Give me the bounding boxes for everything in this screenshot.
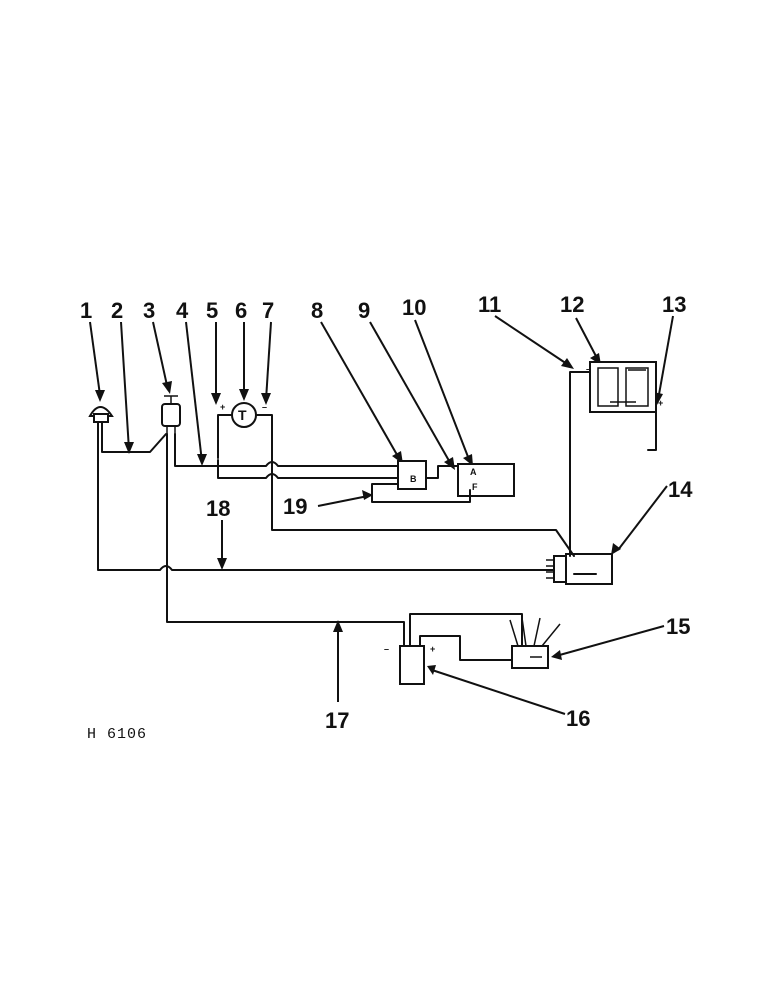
callout-18: 18	[206, 496, 230, 521]
component-switch	[161, 395, 181, 434]
callout-13: 13	[662, 292, 686, 317]
wires	[97, 371, 657, 661]
callout-1: 1	[80, 298, 92, 323]
component-horn	[88, 406, 114, 423]
callout-8: 8	[311, 298, 323, 323]
callout-3: 3	[143, 298, 155, 323]
gauge-symbol: T	[238, 407, 247, 423]
callout-10: 10	[402, 295, 426, 320]
gauge-plus: +	[220, 402, 225, 412]
callout-17: 17	[325, 708, 349, 733]
callout-16: 16	[566, 706, 590, 731]
callout-5: 5	[206, 298, 218, 323]
callout-12: 12	[560, 292, 584, 317]
battery-plus: +	[658, 398, 663, 408]
battery-minus: –	[586, 364, 591, 374]
terminal-a: A	[470, 467, 477, 477]
callout-6: 6	[235, 298, 247, 323]
regulator-terminal-b: B	[410, 474, 417, 484]
callout-2: 2	[111, 298, 123, 323]
component-starter	[546, 553, 613, 585]
callout-7: 7	[262, 298, 274, 323]
component-coil: – +	[384, 644, 435, 685]
component-battery: – +	[586, 361, 663, 413]
callout-15: 15	[666, 614, 690, 639]
figure-code: H 6106	[87, 726, 147, 743]
callout-19: 19	[283, 494, 307, 519]
gauge-minus: –	[262, 402, 267, 412]
component-distributor	[509, 617, 561, 669]
terminal-f: F	[472, 482, 478, 492]
callout-9: 9	[358, 298, 370, 323]
leader-lines	[89, 315, 674, 715]
callout-4: 4	[176, 298, 189, 323]
component-regulator: B	[397, 460, 427, 490]
component-generator-terminals: A F	[457, 463, 515, 497]
callout-11: 11	[478, 292, 501, 317]
callout-14: 14	[668, 477, 693, 502]
coil-minus: –	[384, 644, 389, 654]
coil-plus: +	[430, 644, 435, 654]
